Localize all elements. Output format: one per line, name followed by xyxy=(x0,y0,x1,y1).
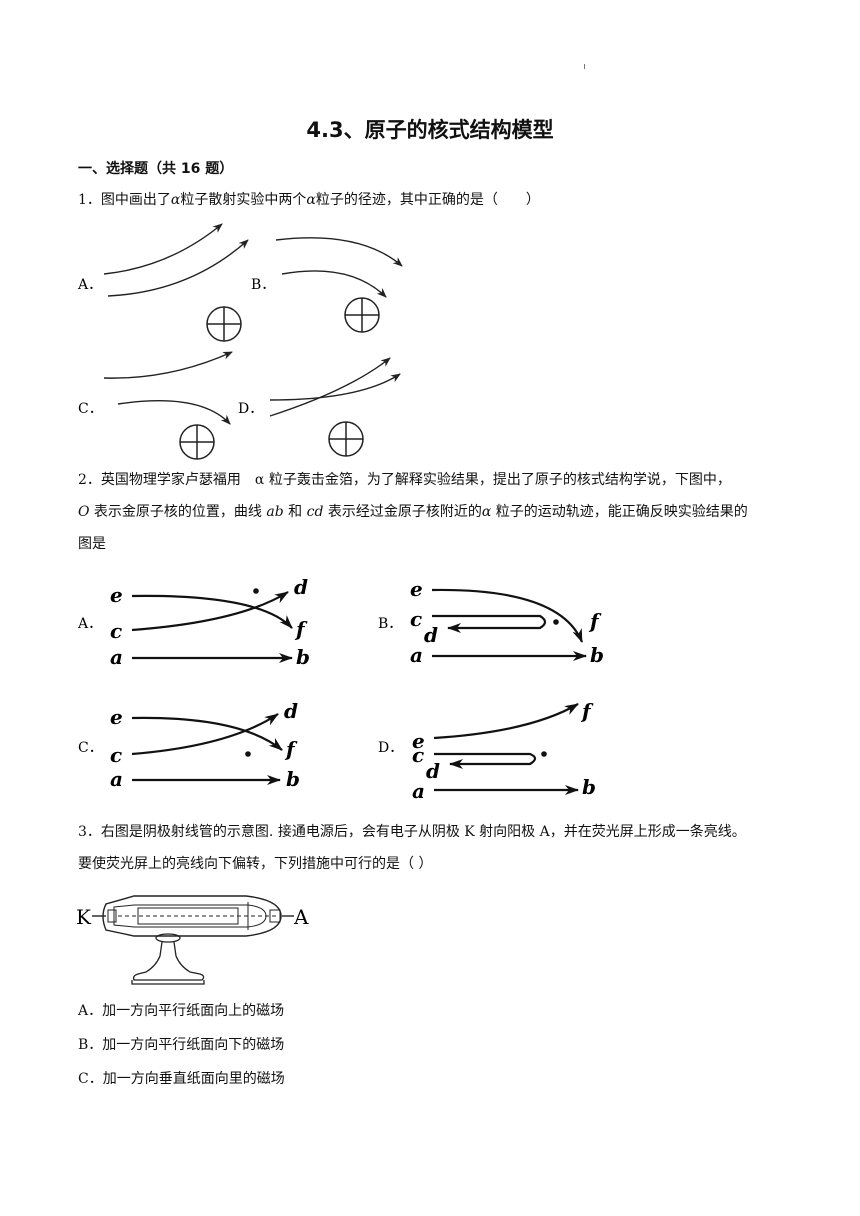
q2-b-label-c: c xyxy=(410,607,422,631)
q2-c-label-d: d xyxy=(284,699,298,723)
q1-b-upper-track xyxy=(275,237,403,267)
q1-a-lower-track xyxy=(107,239,249,297)
q3-choice-c[interactable]: C．加一方向垂直纸面向里的磁场 xyxy=(78,1071,285,1087)
q3-choice-a[interactable]: A．加一方向平行纸面向上的磁场 xyxy=(78,1003,285,1019)
question-3-text: 3．右图是阴极射线管的示意图. 接通电源后，会有电子从阴极 K 射向阳极 A，并… xyxy=(78,824,746,872)
q2-a-label-b: b xyxy=(296,645,310,669)
q2-a-label-c: c xyxy=(110,619,122,643)
q2-d-label-d: d xyxy=(426,759,440,783)
q2-d-label-e: e xyxy=(412,729,425,753)
anode-label-a: A xyxy=(293,905,309,929)
page-title: 4.3、原子的核式结构模型 xyxy=(306,118,554,142)
q1-option-b-label: B． xyxy=(251,277,275,293)
q2-d-nucleus-o xyxy=(541,751,547,757)
q2-d-label-f: f xyxy=(580,699,594,723)
question-2-figure: A． e c a d f b B． e c d a f b C． e c a d… xyxy=(77,575,604,803)
question-1-figure: A． B． C． D． xyxy=(77,223,403,460)
q2-b-label-d: d xyxy=(424,623,438,647)
q1-d-upper-track xyxy=(269,373,401,401)
q2-a-label-f: f xyxy=(294,617,308,641)
q1-b-nucleus-icon xyxy=(344,297,380,333)
cathode-label-k: K xyxy=(76,905,92,929)
q1-option-c-label: C． xyxy=(78,401,103,417)
q1-c-lower-track xyxy=(117,400,231,425)
q2-c-nucleus-o xyxy=(245,751,251,757)
q2-c-label-c: c xyxy=(110,743,122,767)
q2-d-label-a: a xyxy=(412,779,425,803)
q2-option-c-label: C． xyxy=(78,740,103,756)
q2-d-label-c: c xyxy=(412,743,424,767)
q1-d-nucleus-icon xyxy=(328,421,364,457)
q1-c-nucleus-icon xyxy=(179,424,215,460)
q1-a-upper-track xyxy=(103,223,223,275)
q2-option-a-label: A． xyxy=(77,616,102,632)
q2-b-label-e: e xyxy=(410,577,423,601)
cathode-ray-tube-figure: K A xyxy=(76,895,309,985)
q2-a-label-d: d xyxy=(294,575,308,599)
q2-a-nucleus-o xyxy=(253,588,259,594)
q2-a-label-e: e xyxy=(110,583,123,607)
question-1-text: 1．图中画出了α粒子散射实验中两个α粒子的径迹，其中正确的是（ ） xyxy=(78,192,540,208)
q2-d-label-b: b xyxy=(582,775,596,799)
q2-c-label-b: b xyxy=(286,767,300,791)
q2-b-label-a: a xyxy=(410,643,423,667)
q2-c-label-a: a xyxy=(110,767,123,791)
q2-c-label-f: f xyxy=(284,737,298,761)
section-heading: 一、选择题（共 16 题） xyxy=(78,161,234,177)
question-2-text: 2．英国物理学家卢瑟福用 α 粒子轰击金箔，为了解释实验结果，提出了原子的核式结… xyxy=(78,472,748,552)
header-mark xyxy=(584,64,585,69)
q1-b-lower-track xyxy=(281,270,387,298)
q3-choice-b[interactable]: B．加一方向平行纸面向下的磁场 xyxy=(78,1037,285,1053)
q2-option-b-label: B． xyxy=(378,616,402,632)
q1-c-upper-track xyxy=(103,351,233,379)
q1-a-nucleus-icon xyxy=(206,306,242,342)
q1-option-d-label: D． xyxy=(238,401,263,417)
q2-b-nucleus-o xyxy=(553,619,559,625)
q1-option-a-label: A． xyxy=(77,277,102,293)
q2-b-label-f: f xyxy=(588,609,602,633)
q2-c-label-e: e xyxy=(110,705,123,729)
q1-d-lower-track xyxy=(269,357,391,417)
q2-b-label-b: b xyxy=(590,643,604,667)
q2-a-label-a: a xyxy=(110,645,123,669)
q2-option-d-label: D． xyxy=(378,740,403,756)
